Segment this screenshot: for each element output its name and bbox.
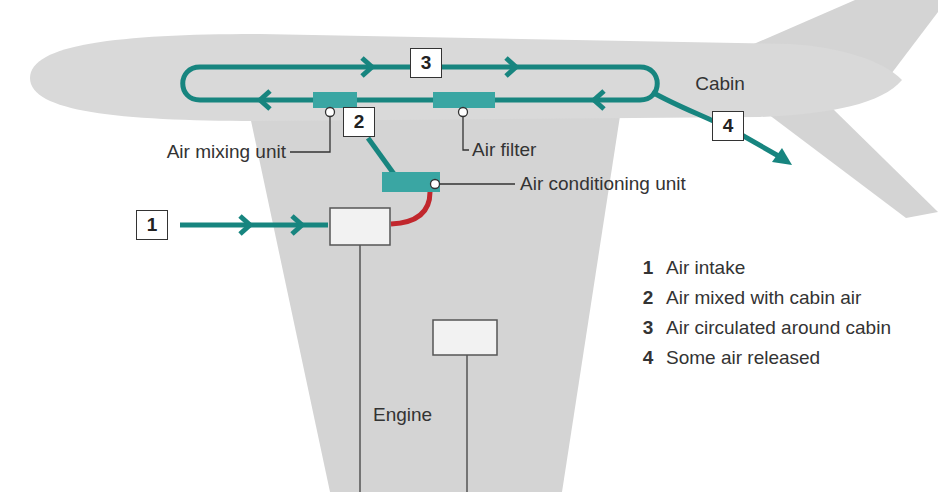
part-label: Engine <box>373 404 432 426</box>
legend-text: Air circulated around cabin <box>666 317 891 339</box>
callout-number: 3 <box>410 48 442 78</box>
legend-number: 2 <box>643 287 654 309</box>
engine <box>433 320 497 355</box>
callout-number: 4 <box>723 115 734 137</box>
arrowhead <box>772 148 792 165</box>
part-label: Air conditioning unit <box>520 173 686 195</box>
engine <box>330 208 390 245</box>
arrowhead <box>594 91 604 109</box>
legend-text: Some air released <box>666 347 820 369</box>
part-label: Air filter <box>472 139 536 161</box>
arrowhead <box>240 216 250 234</box>
legend-number: 1 <box>643 257 654 279</box>
intake-flow <box>180 223 328 228</box>
callout-number: 1 <box>136 210 168 240</box>
callout-number: 1 <box>147 214 158 236</box>
air-filter <box>433 92 495 108</box>
mixing-unit <box>313 92 357 108</box>
bleed-pipe <box>391 192 430 224</box>
callout-number: 4 <box>712 111 744 141</box>
engine-leader <box>359 245 361 492</box>
callout-number: 2 <box>354 111 365 133</box>
callout-number: 3 <box>421 52 432 74</box>
engine-leader <box>466 355 468 492</box>
legend-text: Air intake <box>666 257 745 279</box>
arrowhead <box>362 58 372 76</box>
leader-line <box>290 116 330 152</box>
arrowhead <box>260 91 270 109</box>
leader-dot <box>431 180 440 189</box>
part-label: Air mixing unit <box>167 141 286 163</box>
leader-dot <box>326 108 335 117</box>
leader-line <box>463 116 469 150</box>
part-label: Cabin <box>695 73 745 95</box>
leader-line <box>439 183 515 184</box>
legend-text: Air mixed with cabin air <box>666 287 861 309</box>
supply-duct <box>368 138 394 174</box>
fuselage <box>30 34 902 121</box>
callout-number: 2 <box>343 107 375 137</box>
tailplane <box>760 108 938 218</box>
leader-dot <box>459 108 468 117</box>
arrowhead <box>292 216 302 234</box>
release-flow <box>652 92 782 158</box>
legend-number: 3 <box>643 317 654 339</box>
wing <box>250 116 620 492</box>
ac-unit <box>382 172 440 192</box>
arrowhead <box>506 58 516 76</box>
legend-number: 4 <box>643 347 654 369</box>
